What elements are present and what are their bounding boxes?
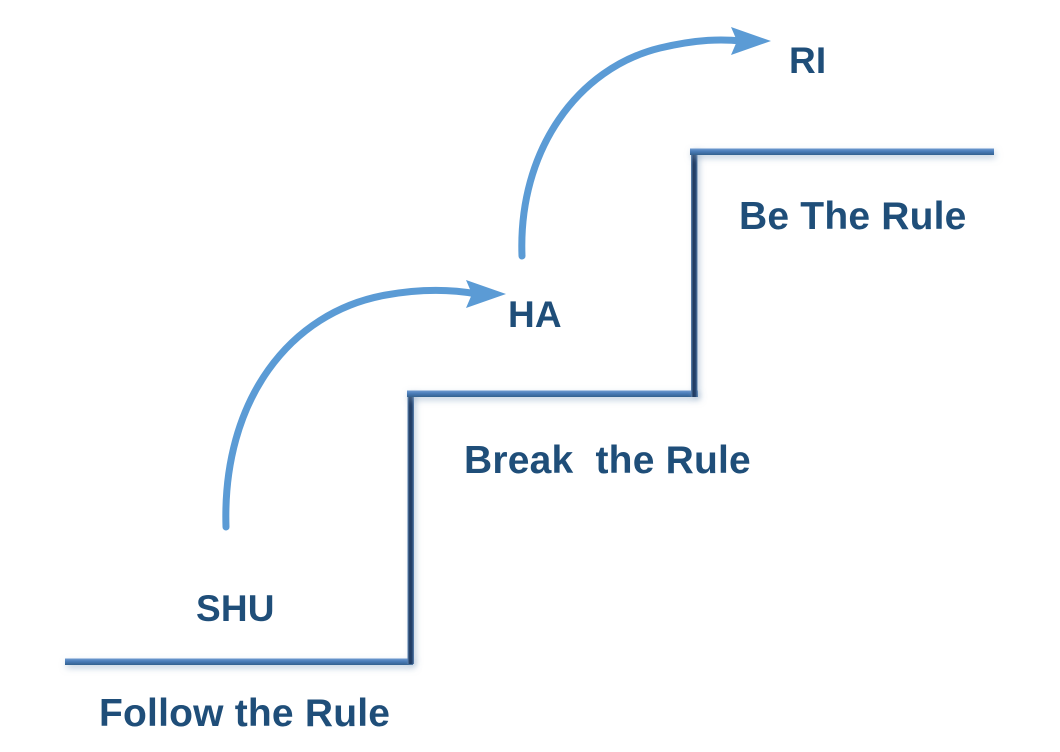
- arrow-shu-to-ha: [222, 280, 506, 531]
- arrow-ha-to-ri: [518, 27, 771, 260]
- rule-label-ri: Be The Rule: [739, 195, 967, 238]
- progress-arrows: [222, 27, 771, 531]
- stage-label-shu: SHU: [196, 588, 275, 629]
- step-riser-shu-to-ha: [407, 392, 414, 664]
- step-tread-ha: [407, 390, 698, 397]
- staircase-steps: [65, 148, 994, 665]
- step-tread-shu: [65, 658, 413, 665]
- step-tread-ri: [690, 148, 994, 155]
- stage-label-ha: HA: [508, 294, 562, 335]
- rule-label-ha: Break the Rule: [464, 439, 751, 482]
- rule-label-shu: Follow the Rule: [99, 692, 391, 735]
- step-riser-ha-to-ri: [691, 149, 698, 397]
- stage-label-ri: RI: [789, 40, 827, 81]
